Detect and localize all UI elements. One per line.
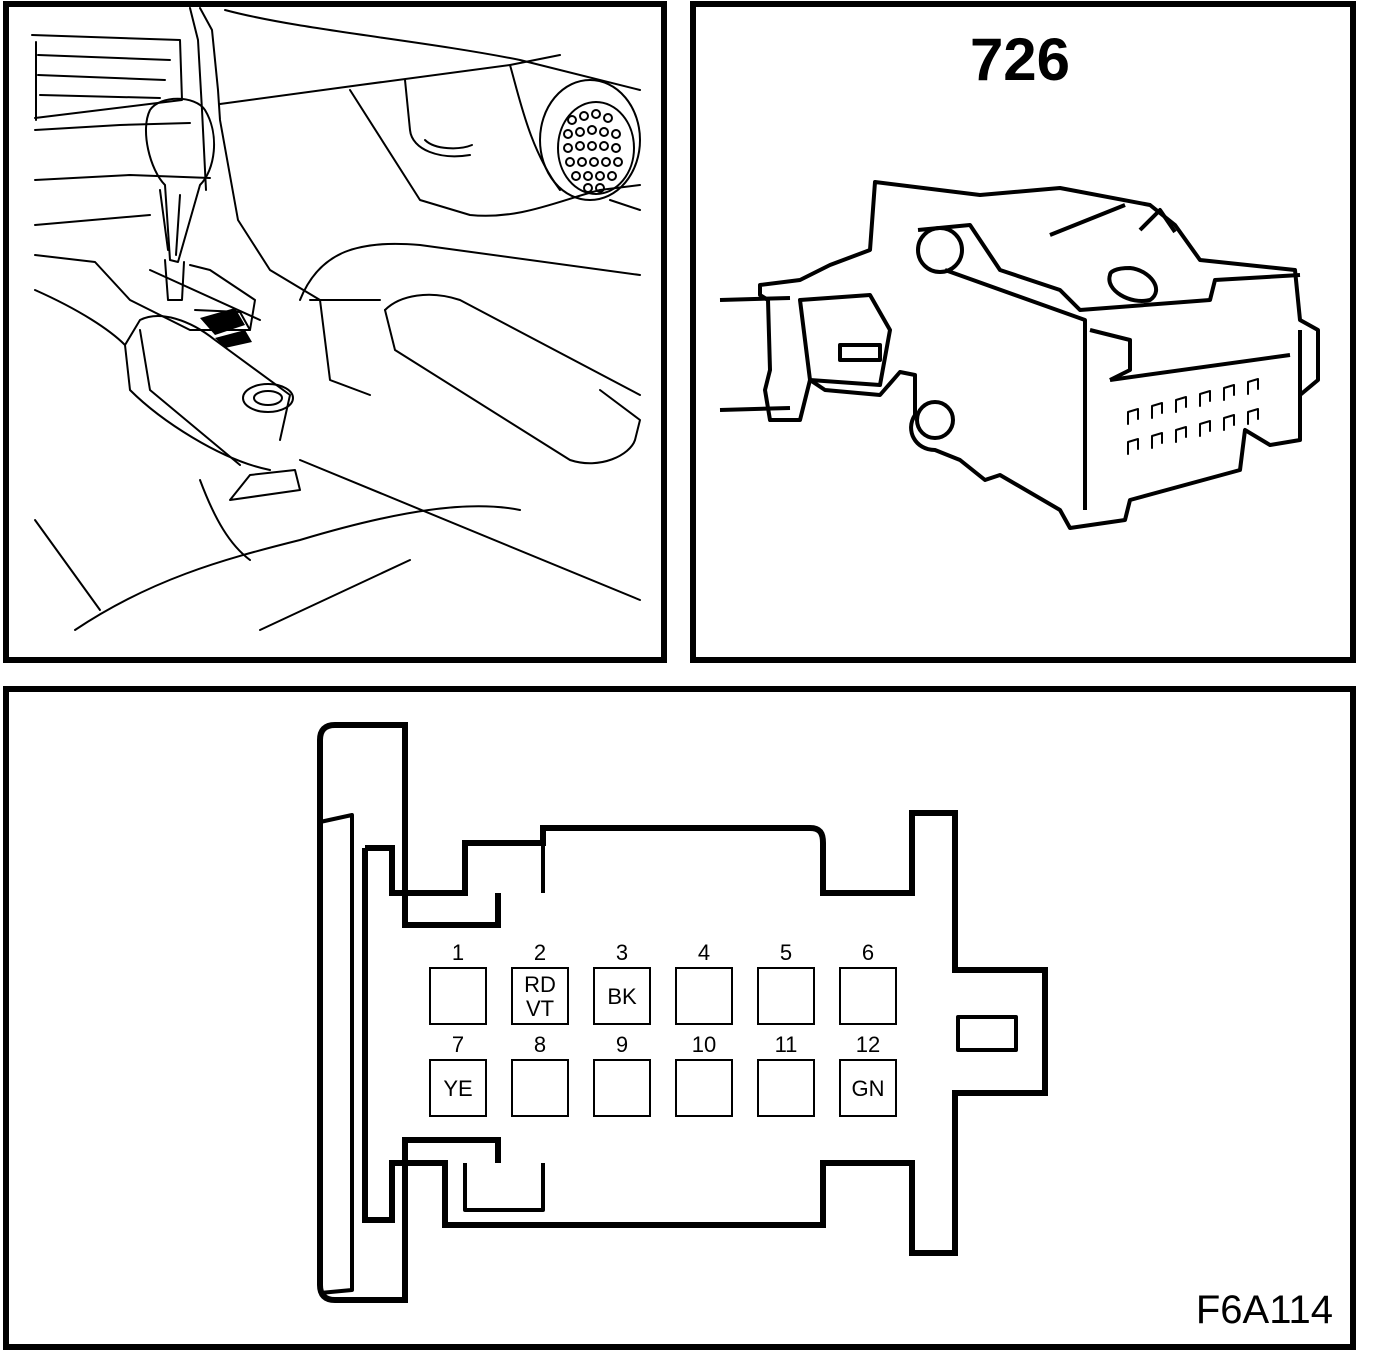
pin-cavity bbox=[839, 967, 897, 1025]
pin-number: 6 bbox=[862, 940, 874, 965]
connector-face-outline bbox=[317, 722, 1048, 1303]
pin-7: 7YE bbox=[429, 1032, 487, 1117]
pin-6: 6 bbox=[839, 940, 897, 1025]
pin-number: 9 bbox=[616, 1032, 628, 1057]
pin-cavity bbox=[675, 967, 733, 1025]
pin-cavity bbox=[675, 1059, 733, 1117]
pin-number: 2 bbox=[534, 940, 546, 965]
pin-number: 12 bbox=[856, 1032, 880, 1057]
vehicle-interior-illustration bbox=[31, 7, 641, 631]
connector-3d-panel: 726 bbox=[690, 1, 1356, 663]
pin-1: 1 bbox=[429, 940, 487, 1025]
pin-4: 4 bbox=[675, 940, 733, 1025]
pin-cavity bbox=[511, 967, 569, 1025]
location-panel bbox=[3, 1, 667, 663]
pin-number: 7 bbox=[452, 1032, 464, 1057]
pin-wire-color: RD bbox=[524, 972, 556, 997]
pin-number: 8 bbox=[534, 1032, 546, 1057]
speaker-grille-dots bbox=[563, 109, 623, 193]
pin-cavity bbox=[757, 967, 815, 1025]
pin-cavity bbox=[593, 967, 651, 1025]
latch-window bbox=[956, 1015, 1018, 1052]
pin-cavity bbox=[839, 1059, 897, 1117]
pin-number: 11 bbox=[775, 1032, 798, 1057]
pin-number: 5 bbox=[780, 940, 792, 965]
pin-number: 3 bbox=[616, 940, 628, 965]
pin-10: 10 bbox=[675, 1032, 733, 1117]
pin-number: 1 bbox=[452, 940, 464, 965]
pin-cavity bbox=[429, 967, 487, 1025]
pin-9: 9 bbox=[593, 1032, 651, 1117]
pin-11: 11 bbox=[757, 1032, 815, 1117]
connector-3d-illustration bbox=[719, 180, 1320, 530]
pin-5: 5 bbox=[757, 940, 815, 1025]
pin-cavity bbox=[593, 1059, 651, 1117]
figure-code: F6A114 bbox=[1196, 1288, 1333, 1332]
pin-number: 4 bbox=[698, 940, 710, 965]
pin-cavity bbox=[429, 1059, 487, 1117]
pin-wire-color: YE bbox=[443, 1076, 472, 1101]
pin-number: 10 bbox=[692, 1032, 716, 1057]
connector-3d-panel-frame bbox=[690, 1, 1356, 663]
pin-wire-color: VT bbox=[526, 996, 554, 1021]
pin-wire-color: GN bbox=[852, 1076, 885, 1101]
pin-cavity bbox=[511, 1059, 569, 1117]
location-panel-frame bbox=[3, 1, 667, 663]
pin-cavity bbox=[757, 1059, 815, 1117]
pin-8: 8 bbox=[511, 1032, 569, 1117]
connector-number: 726 bbox=[970, 26, 1070, 93]
pin-3: 3BK bbox=[593, 940, 651, 1025]
pin-wire-color: BK bbox=[607, 984, 637, 1009]
connector-pin-cavities bbox=[1127, 378, 1259, 455]
